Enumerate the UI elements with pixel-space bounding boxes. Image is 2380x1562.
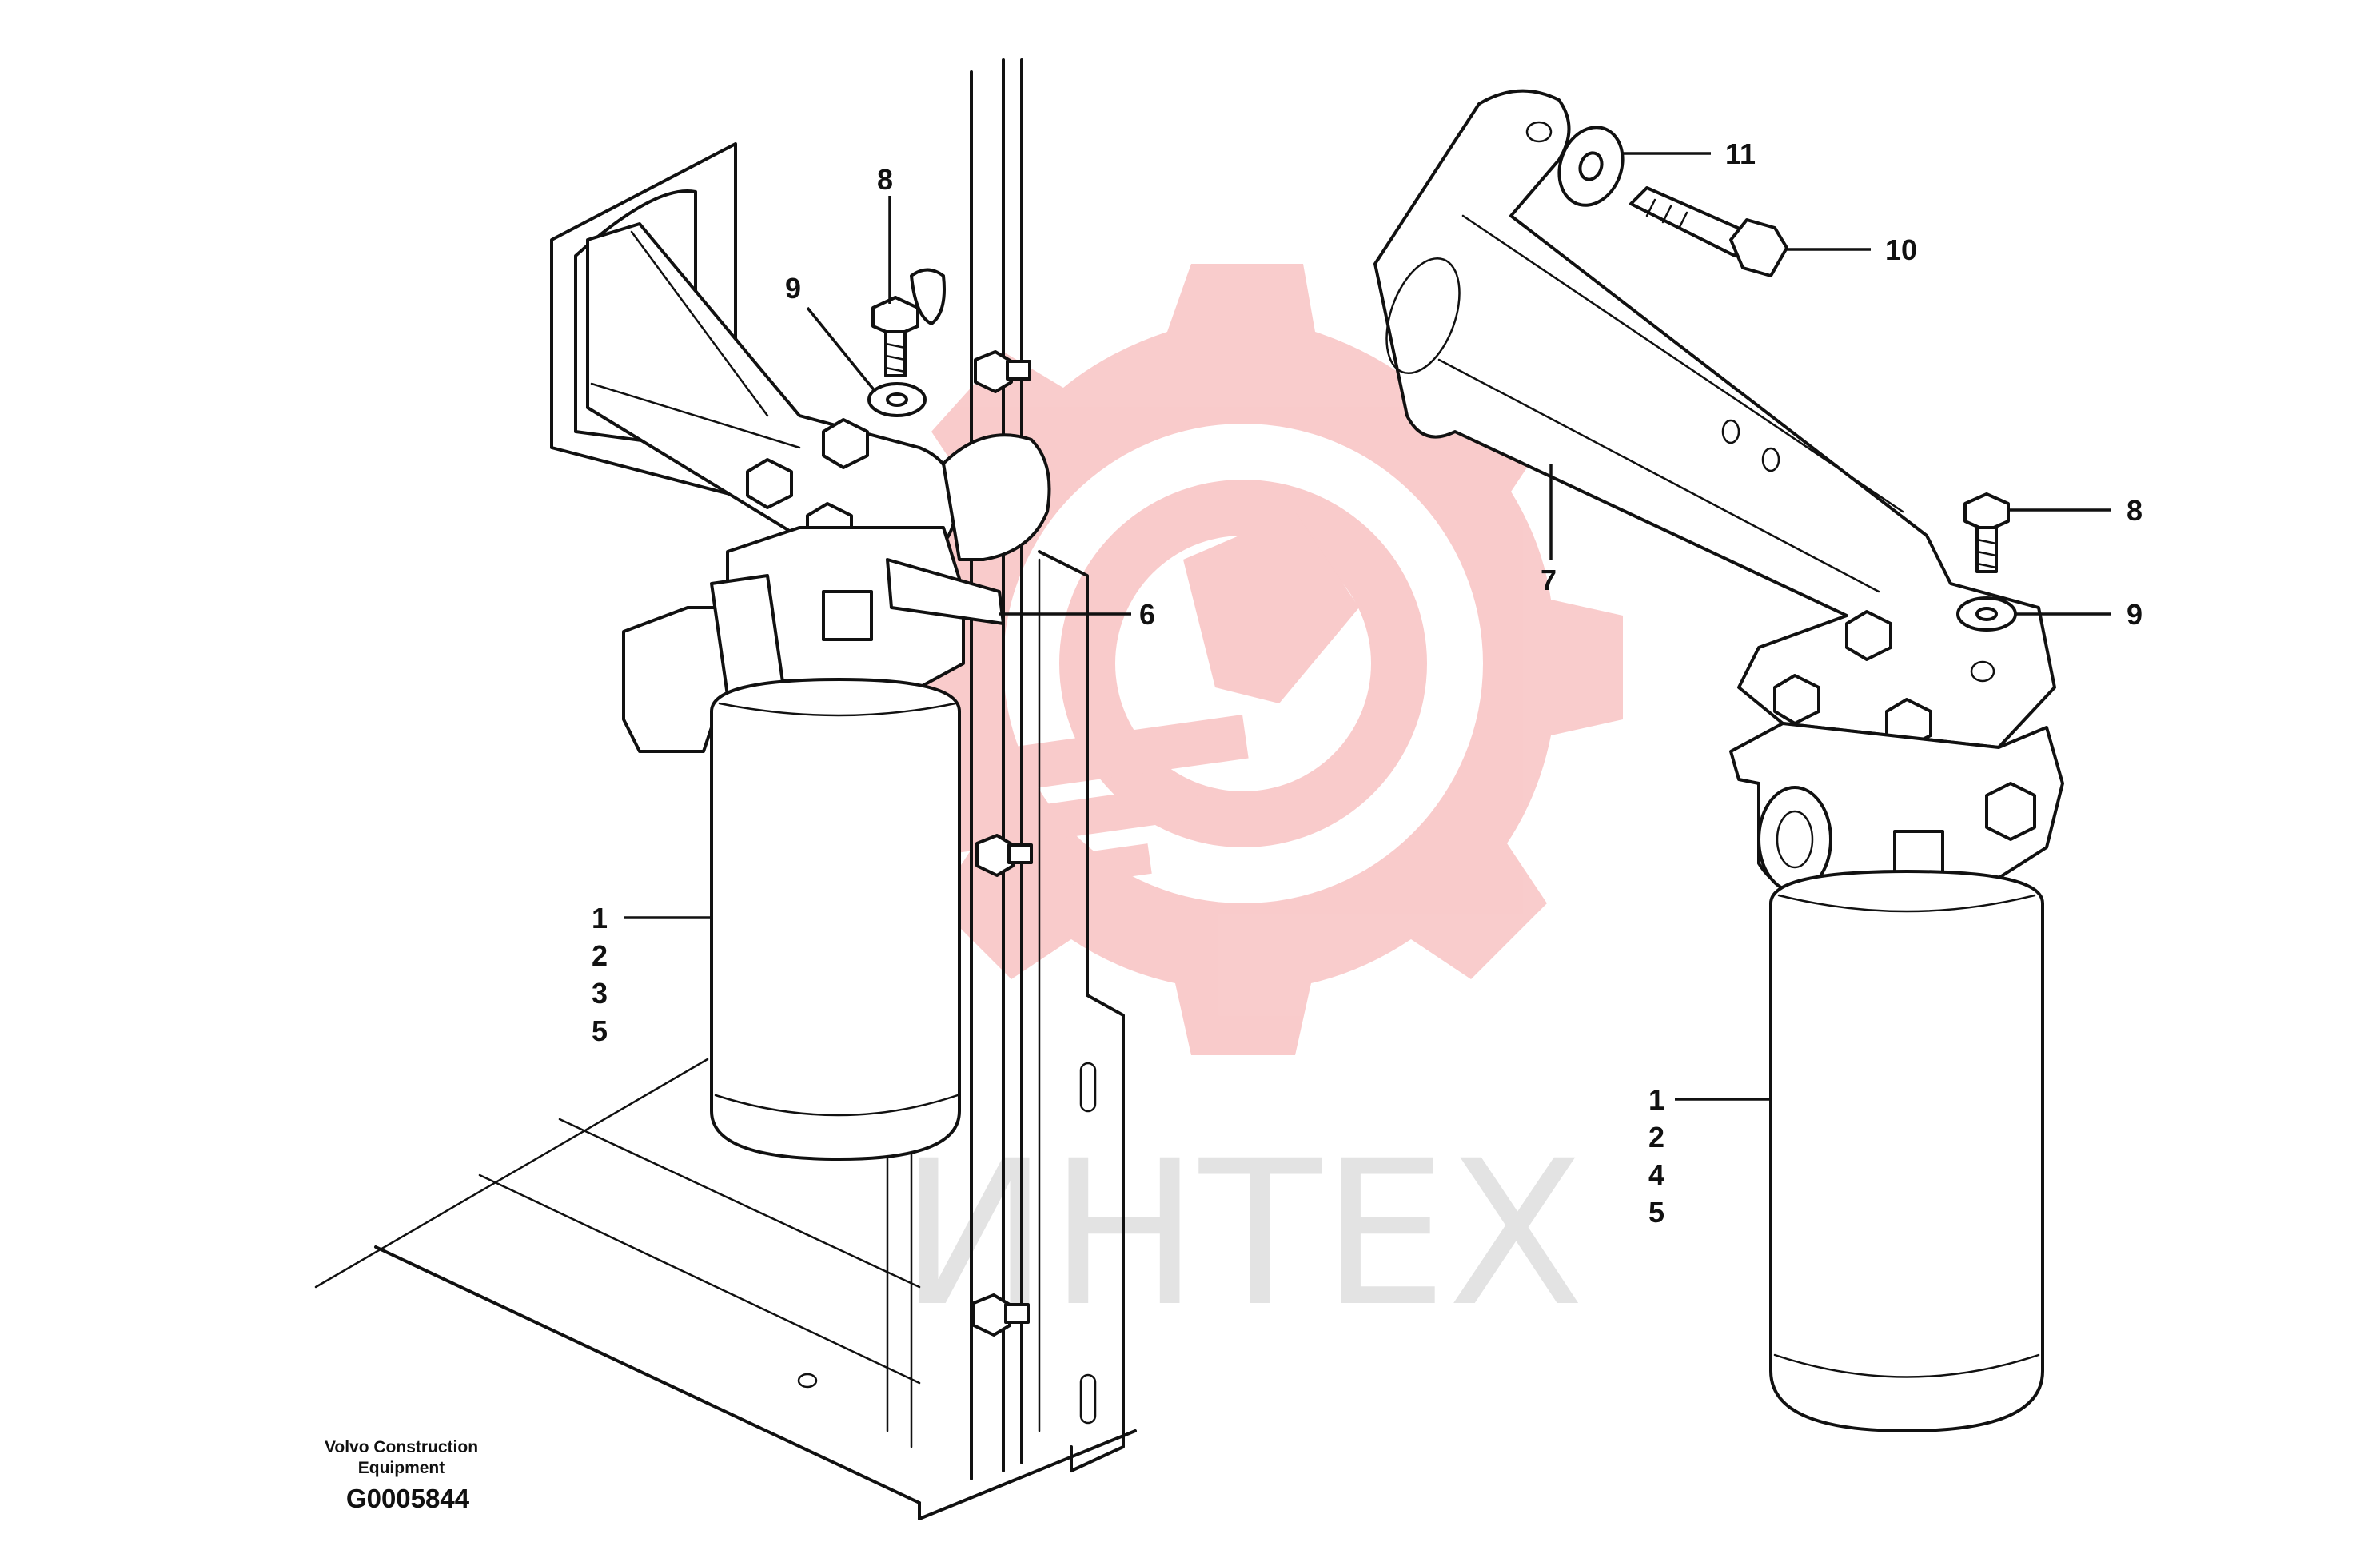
stud-upper <box>974 350 1031 393</box>
right-assembly: 11 10 7 8 9 1 2 4 5 <box>1373 89 2143 1432</box>
credit-line-2: Equipment <box>358 1459 445 1477</box>
callout-stack-right-4: 5 <box>1648 1196 1664 1229</box>
callout-11-right: 11 <box>1725 137 1756 170</box>
callout-8-left: 8 <box>877 163 893 196</box>
left-frame-posts <box>886 58 1125 1480</box>
left-assembly: 8 9 6 1 2 3 5 <box>314 58 1155 1520</box>
left-clip <box>910 268 946 325</box>
right-bracket-bolts <box>1773 610 1932 749</box>
callout-7-right: 7 <box>1541 564 1557 596</box>
left-filter-head <box>726 433 1051 689</box>
stud-middle <box>975 834 1033 877</box>
left-washer-9 <box>867 382 927 417</box>
right-bolt-10 <box>1629 186 1788 277</box>
credit-block: Volvo Construction Equipment G0005844 <box>325 1438 478 1513</box>
right-leaders <box>1549 152 2111 1101</box>
right-filter-head <box>1729 722 2064 913</box>
left-leaders <box>624 196 1131 919</box>
right-filter-canister <box>1769 870 2044 1432</box>
watermark: ИНТЕХ <box>831 264 1623 1350</box>
right-washer-9 <box>1956 596 2017 632</box>
callout-9-right: 9 <box>2127 598 2143 631</box>
callout-stack-left-1: 1 <box>592 902 608 934</box>
figure-id: G0005844 <box>346 1484 470 1513</box>
left-filter-canister <box>710 678 961 1161</box>
left-post-studs <box>972 350 1033 1337</box>
callout-stack-right-1: 1 <box>1648 1083 1664 1116</box>
callout-stack-right-2: 2 <box>1648 1121 1664 1154</box>
stud-lower <box>972 1293 1030 1337</box>
callout-6-left: 6 <box>1139 598 1155 631</box>
callout-stack-left-3: 3 <box>592 977 608 1010</box>
callout-9-left: 9 <box>785 272 801 305</box>
callout-stack-left-4: 5 <box>592 1014 608 1047</box>
left-base-plate <box>314 1058 1137 1520</box>
callout-stack-right-3: 4 <box>1648 1158 1664 1191</box>
left-bolt-8 <box>871 296 919 377</box>
left-elbow-fitting <box>622 574 785 753</box>
callout-10-right: 10 <box>1885 233 1917 266</box>
callout-8-right: 8 <box>2127 494 2143 527</box>
credit-line-1: Volvo Construction <box>325 1438 478 1456</box>
callout-stack-left-2: 2 <box>592 939 608 972</box>
right-bolt-8 <box>1963 492 2010 573</box>
right-washer-11 <box>1557 126 1625 207</box>
